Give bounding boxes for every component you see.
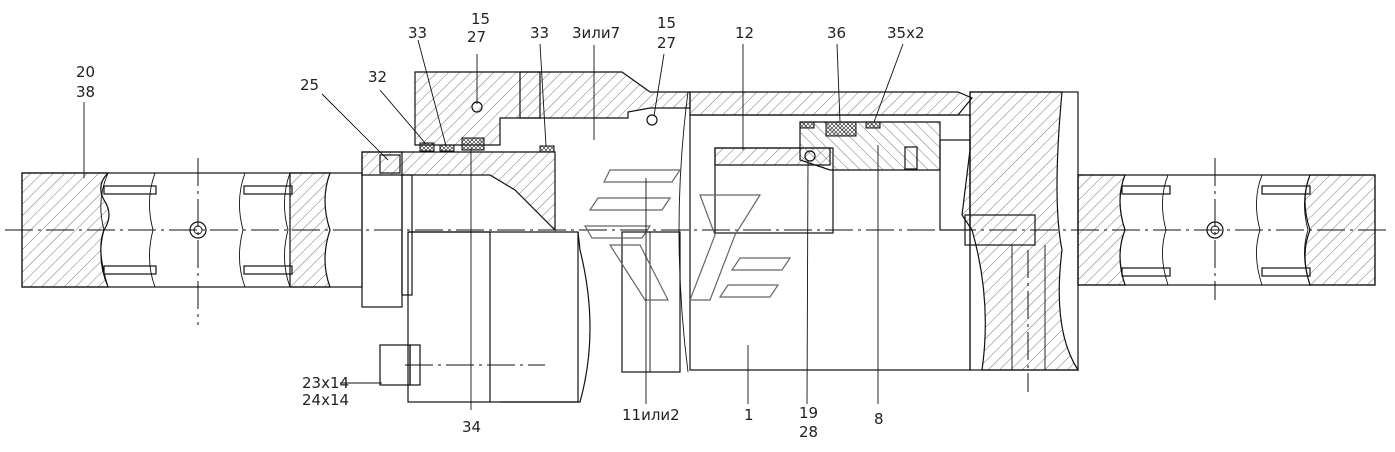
label-11-or-2: 11или2 (622, 406, 680, 424)
watermark-logo (583, 169, 792, 301)
label-33-right: 33 (530, 24, 549, 42)
label-27-right: 27 (657, 34, 676, 52)
label-33-left: 33 (408, 24, 427, 42)
label-28: 28 (799, 423, 818, 441)
label-3-or-7: 3или7 (572, 24, 620, 42)
label-38: 38 (76, 83, 95, 101)
label-36: 36 (827, 24, 846, 42)
label-35x2: 35x2 (887, 24, 925, 42)
right-end-cap (961, 91, 1376, 371)
label-15-left: 15 (471, 10, 490, 28)
axis-lines (5, 158, 1390, 392)
label-25: 25 (300, 76, 319, 94)
label-32: 32 (368, 68, 387, 86)
label-1: 1 (744, 406, 754, 424)
label-23x14: 23x14 (302, 374, 349, 392)
label-27-left: 27 (467, 28, 486, 46)
label-20: 20 (76, 63, 95, 81)
label-15-right: 15 (657, 14, 676, 32)
callout-labels: 20 38 25 32 33 15 27 33 3или7 15 27 12 3… (76, 10, 925, 441)
label-8: 8 (874, 410, 884, 428)
label-12: 12 (735, 24, 754, 42)
label-34: 34 (462, 418, 481, 436)
cylinder-barrel (621, 91, 973, 373)
leader-lines (83, 39, 904, 410)
gland-head (361, 71, 691, 403)
label-24x14: 24x14 (302, 391, 349, 409)
label-19: 19 (799, 404, 818, 422)
